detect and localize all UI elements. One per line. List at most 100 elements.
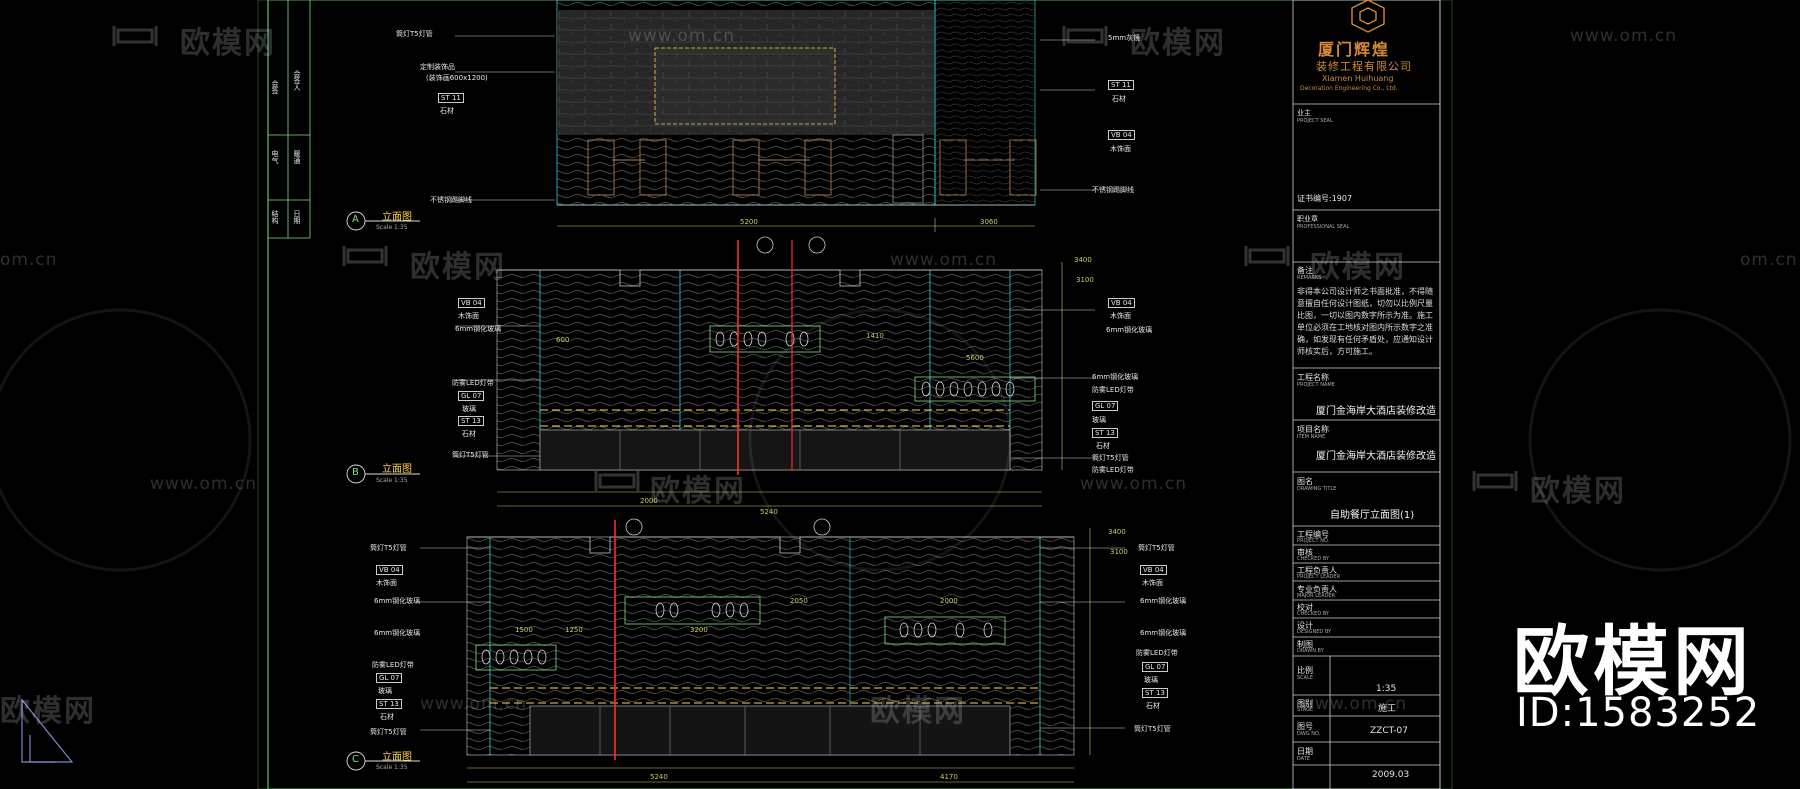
watermark-brand: 欧模网 [1530, 474, 1626, 509]
tb-scale-value: 1:35 [1376, 684, 1397, 694]
elevation-a [556, 0, 1037, 232]
elevation-a-letter: A [352, 214, 359, 225]
dim: 1410 [866, 332, 884, 340]
tb-label: 审核 [1297, 548, 1313, 557]
label: 木饰面 [376, 579, 397, 587]
tb-label: 职业章 [1297, 215, 1318, 223]
elevation-c [466, 518, 1091, 783]
company-logo-icon [1351, 0, 1385, 33]
label: 6mm钢化玻璃 [374, 629, 421, 637]
tb-notes-en: REMARKS [1297, 275, 1322, 281]
tb-date-value: 2009.03 [1372, 770, 1410, 780]
label: 不锈钢踢脚线 [430, 196, 472, 204]
tb-item-value: 厦门金海岸大酒店装修改造 [1316, 451, 1436, 462]
label: 6mm钢化玻璃 [455, 325, 502, 333]
elevation-c-scale: Scale 1:35 [376, 764, 408, 771]
dim: 3100 [1076, 276, 1094, 284]
watermark-brand: 欧模网 [180, 26, 276, 61]
company-name-en2: Decoration Engineering Co., Ltd. [1300, 85, 1398, 92]
label: 木饰面 [1110, 145, 1131, 153]
watermark-brand: 欧模网 [650, 474, 746, 509]
dim: 5600 [966, 354, 984, 362]
title-block-frame [1292, 0, 1441, 789]
left-strip-text: 会签 [271, 80, 279, 94]
label: 石材 [440, 107, 454, 115]
left-strip-grid [267, 0, 311, 239]
watermark-url: www.om.cn [628, 26, 736, 46]
label: (装饰画600x1200) [426, 74, 488, 82]
tb-label-en: DRAWING TITLE [1297, 486, 1337, 492]
tb-label: 设计 [1297, 621, 1313, 630]
tag: ST 13 [1092, 428, 1118, 438]
elevation-b-title: 立面图 [382, 464, 412, 475]
watermark-url: www.om.cn [1570, 26, 1678, 46]
glass-row-b1 [715, 331, 809, 347]
tb-label-en: PROJECT NO. [1297, 538, 1330, 544]
watermark-sofa-icons [112, 26, 1518, 491]
tb-label: 比例 [1297, 666, 1313, 675]
left-strip-text: 结构 [271, 210, 279, 224]
tag: ST 11 [1108, 80, 1134, 90]
label: 玻璃 [1144, 676, 1158, 684]
label: 石材 [462, 430, 476, 438]
label: 防雾LED灯带 [1092, 466, 1134, 474]
dim: 3100 [1110, 548, 1128, 556]
tb-label: 图别 [1297, 699, 1313, 708]
left-strip-text: 会签人 [293, 70, 301, 91]
tag: ST 13 [458, 416, 484, 426]
label: 防雾LED灯带 [1136, 649, 1178, 657]
tb-label: 工程编号 [1297, 530, 1329, 539]
label: 玻璃 [378, 687, 392, 695]
elevation-a-title: 立面图 [382, 212, 412, 223]
sheet-border [257, 0, 1453, 789]
left-strip-text: 暖通 [293, 150, 301, 164]
tb-drawing-value: 自助餐厅立面图(1) [1330, 510, 1415, 521]
tag: GL 07 [376, 673, 403, 683]
label: 6mm钢化玻璃 [1092, 373, 1139, 381]
tb-cert: 证书编号:1907 [1297, 194, 1353, 203]
watermark-big-id: ID:1583252 [1516, 690, 1761, 736]
watermark-brand: 欧模网 [1310, 250, 1406, 285]
label: 石材 [1096, 442, 1110, 450]
ucs-icon [21, 698, 74, 763]
elevation-c-title: 立面图 [382, 752, 412, 763]
tb-label-en: SCALE [1297, 675, 1314, 681]
company-name-cn2: 装修工程有限公司 [1316, 60, 1412, 73]
leader-lines [420, 35, 1125, 731]
tag: VB 04 [458, 298, 485, 308]
tb-label-en: PROJECT SEAL [1297, 118, 1333, 124]
dim: 1500 [515, 626, 533, 634]
label: 木饰面 [1110, 312, 1131, 320]
dim: 3400 [1108, 528, 1126, 536]
tb-label: 工程名称 [1297, 373, 1329, 382]
tb-notes-body: 非得本公司设计师之书面批准，不得随意擅自任何设计图纸，切勿以比例尺量比图，一切以… [1297, 287, 1433, 356]
label: 防雾LED灯带 [1092, 386, 1134, 394]
elevation-b [496, 236, 1063, 507]
label: 筒灯T5灯管 [1138, 544, 1175, 552]
tag: ST 13 [1142, 688, 1168, 698]
label: 筒灯T5灯管 [370, 728, 407, 736]
left-strip-text: 电气 [271, 150, 279, 164]
label: 5mm灰镜 [1108, 34, 1141, 42]
dim: 3200 [690, 626, 708, 634]
watermark-brand: 欧模网 [870, 694, 966, 729]
tb-label-en: DRAWN BY [1297, 648, 1324, 654]
label: 6mm钢化玻璃 [374, 597, 421, 605]
watermark-brand: 欧模网 [1130, 26, 1226, 61]
elevation-a-scale: Scale 1:35 [376, 224, 408, 231]
tb-label-en: MAJOR LEADER [1297, 593, 1336, 599]
dim: 2000 [940, 597, 958, 605]
watermark-brand: 欧模网 [0, 694, 96, 729]
watermark-url: www.om.cn [150, 474, 258, 494]
left-strip-text: 日期 [293, 210, 301, 224]
tag: ST 11 [438, 93, 464, 103]
tb-num-value: ZZCT-07 [1370, 726, 1408, 736]
dim: 2000 [640, 497, 658, 505]
watermark-big-brand: 欧模网 [1513, 617, 1753, 706]
dim: 3400 [1074, 256, 1092, 264]
label: 石材 [380, 713, 394, 721]
tb-label: 业主 [1297, 109, 1311, 117]
tb-notes-title: 备注 [1297, 266, 1313, 275]
label: 玻璃 [1092, 416, 1106, 424]
tb-label-en: DWG NO. [1297, 731, 1321, 737]
